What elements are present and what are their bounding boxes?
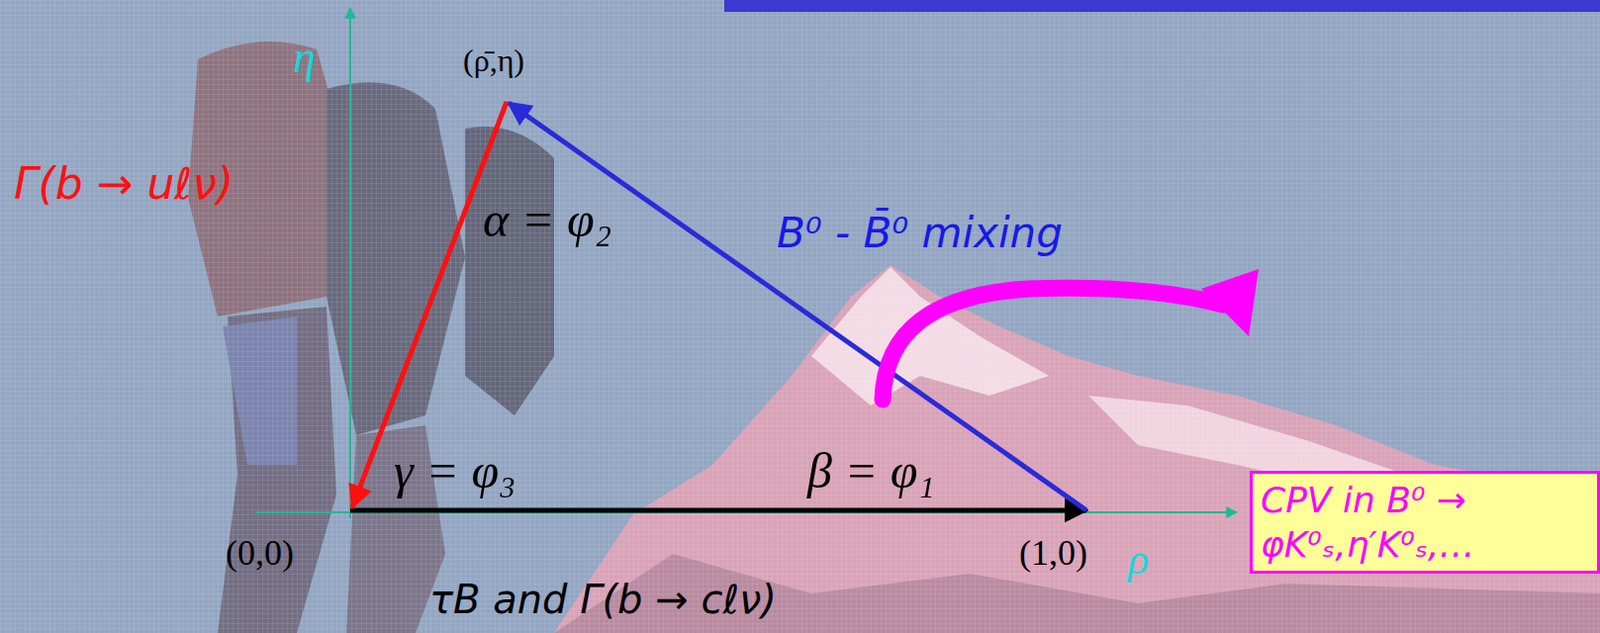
side-label: B⁰ - B̄⁰ mixing [776, 210, 1063, 257]
rho-axis [255, 511, 1237, 514]
side-label: Γ(b → uℓν) [13, 160, 234, 208]
triangle-side [508, 102, 1087, 511]
eta-axis [349, 7, 352, 519]
title-bar [724, 0, 1600, 12]
angle-label: β = φ₁ [807, 444, 936, 499]
axis-label: ρ [1128, 536, 1149, 584]
callout-box: CPV in B⁰ → φK⁰ₛ,η′K⁰ₛ,… [1249, 470, 1600, 574]
vertex-label: (ρ̄,η) [463, 43, 525, 79]
vertex-label: (0,0) [225, 534, 294, 574]
axis-label: η [292, 32, 316, 84]
angle-label: γ = φ₃ [393, 444, 517, 499]
angle-label: α = φ₂ [482, 192, 612, 248]
callout-text: CPV in B⁰ → φK⁰ₛ,η′K⁰ₛ,… [1260, 477, 1590, 567]
arrow-head [1201, 269, 1259, 337]
side-label: τB and Γ(b → cℓν) [429, 577, 777, 622]
triangle-base [350, 508, 1087, 514]
vertex-label: (1,0) [1019, 534, 1088, 574]
curved-arrow [882, 287, 1224, 400]
